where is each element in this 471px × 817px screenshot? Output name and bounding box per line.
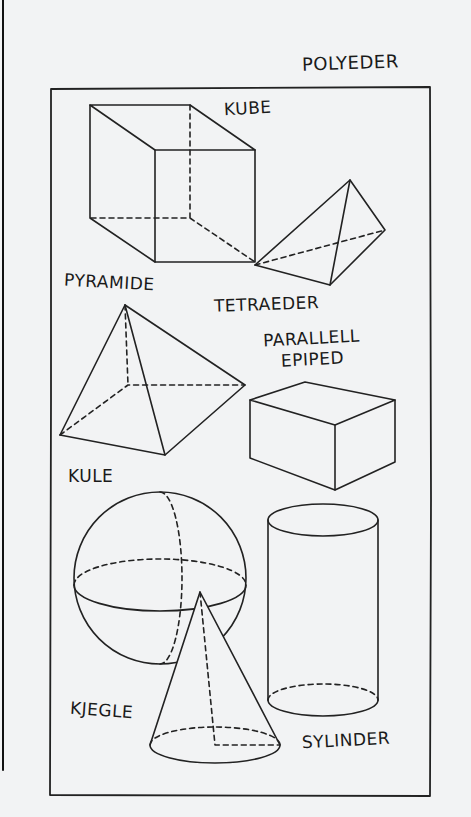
shape-name: PYRAMIDE bbox=[64, 270, 156, 296]
parallelepiped-drawing bbox=[250, 382, 395, 490]
cylinder-drawing bbox=[268, 504, 378, 716]
shape-name: TETRAEDER bbox=[214, 292, 320, 317]
shape-name: KUBE bbox=[223, 97, 272, 121]
shape-name: KJEGLE bbox=[69, 698, 134, 724]
shape-name: PARALLELL EPIPED bbox=[251, 325, 373, 374]
shape-name: SYLINDER bbox=[302, 728, 391, 754]
edge-line bbox=[2, 0, 4, 770]
pyramid-drawing bbox=[60, 305, 245, 455]
frame bbox=[50, 87, 431, 796]
tetrahedron-drawing bbox=[255, 180, 385, 285]
cone-drawing bbox=[150, 592, 280, 763]
page-title: POLYEDER bbox=[302, 50, 400, 76]
cube-drawing bbox=[90, 105, 255, 262]
shape-name: KULE bbox=[68, 466, 113, 487]
